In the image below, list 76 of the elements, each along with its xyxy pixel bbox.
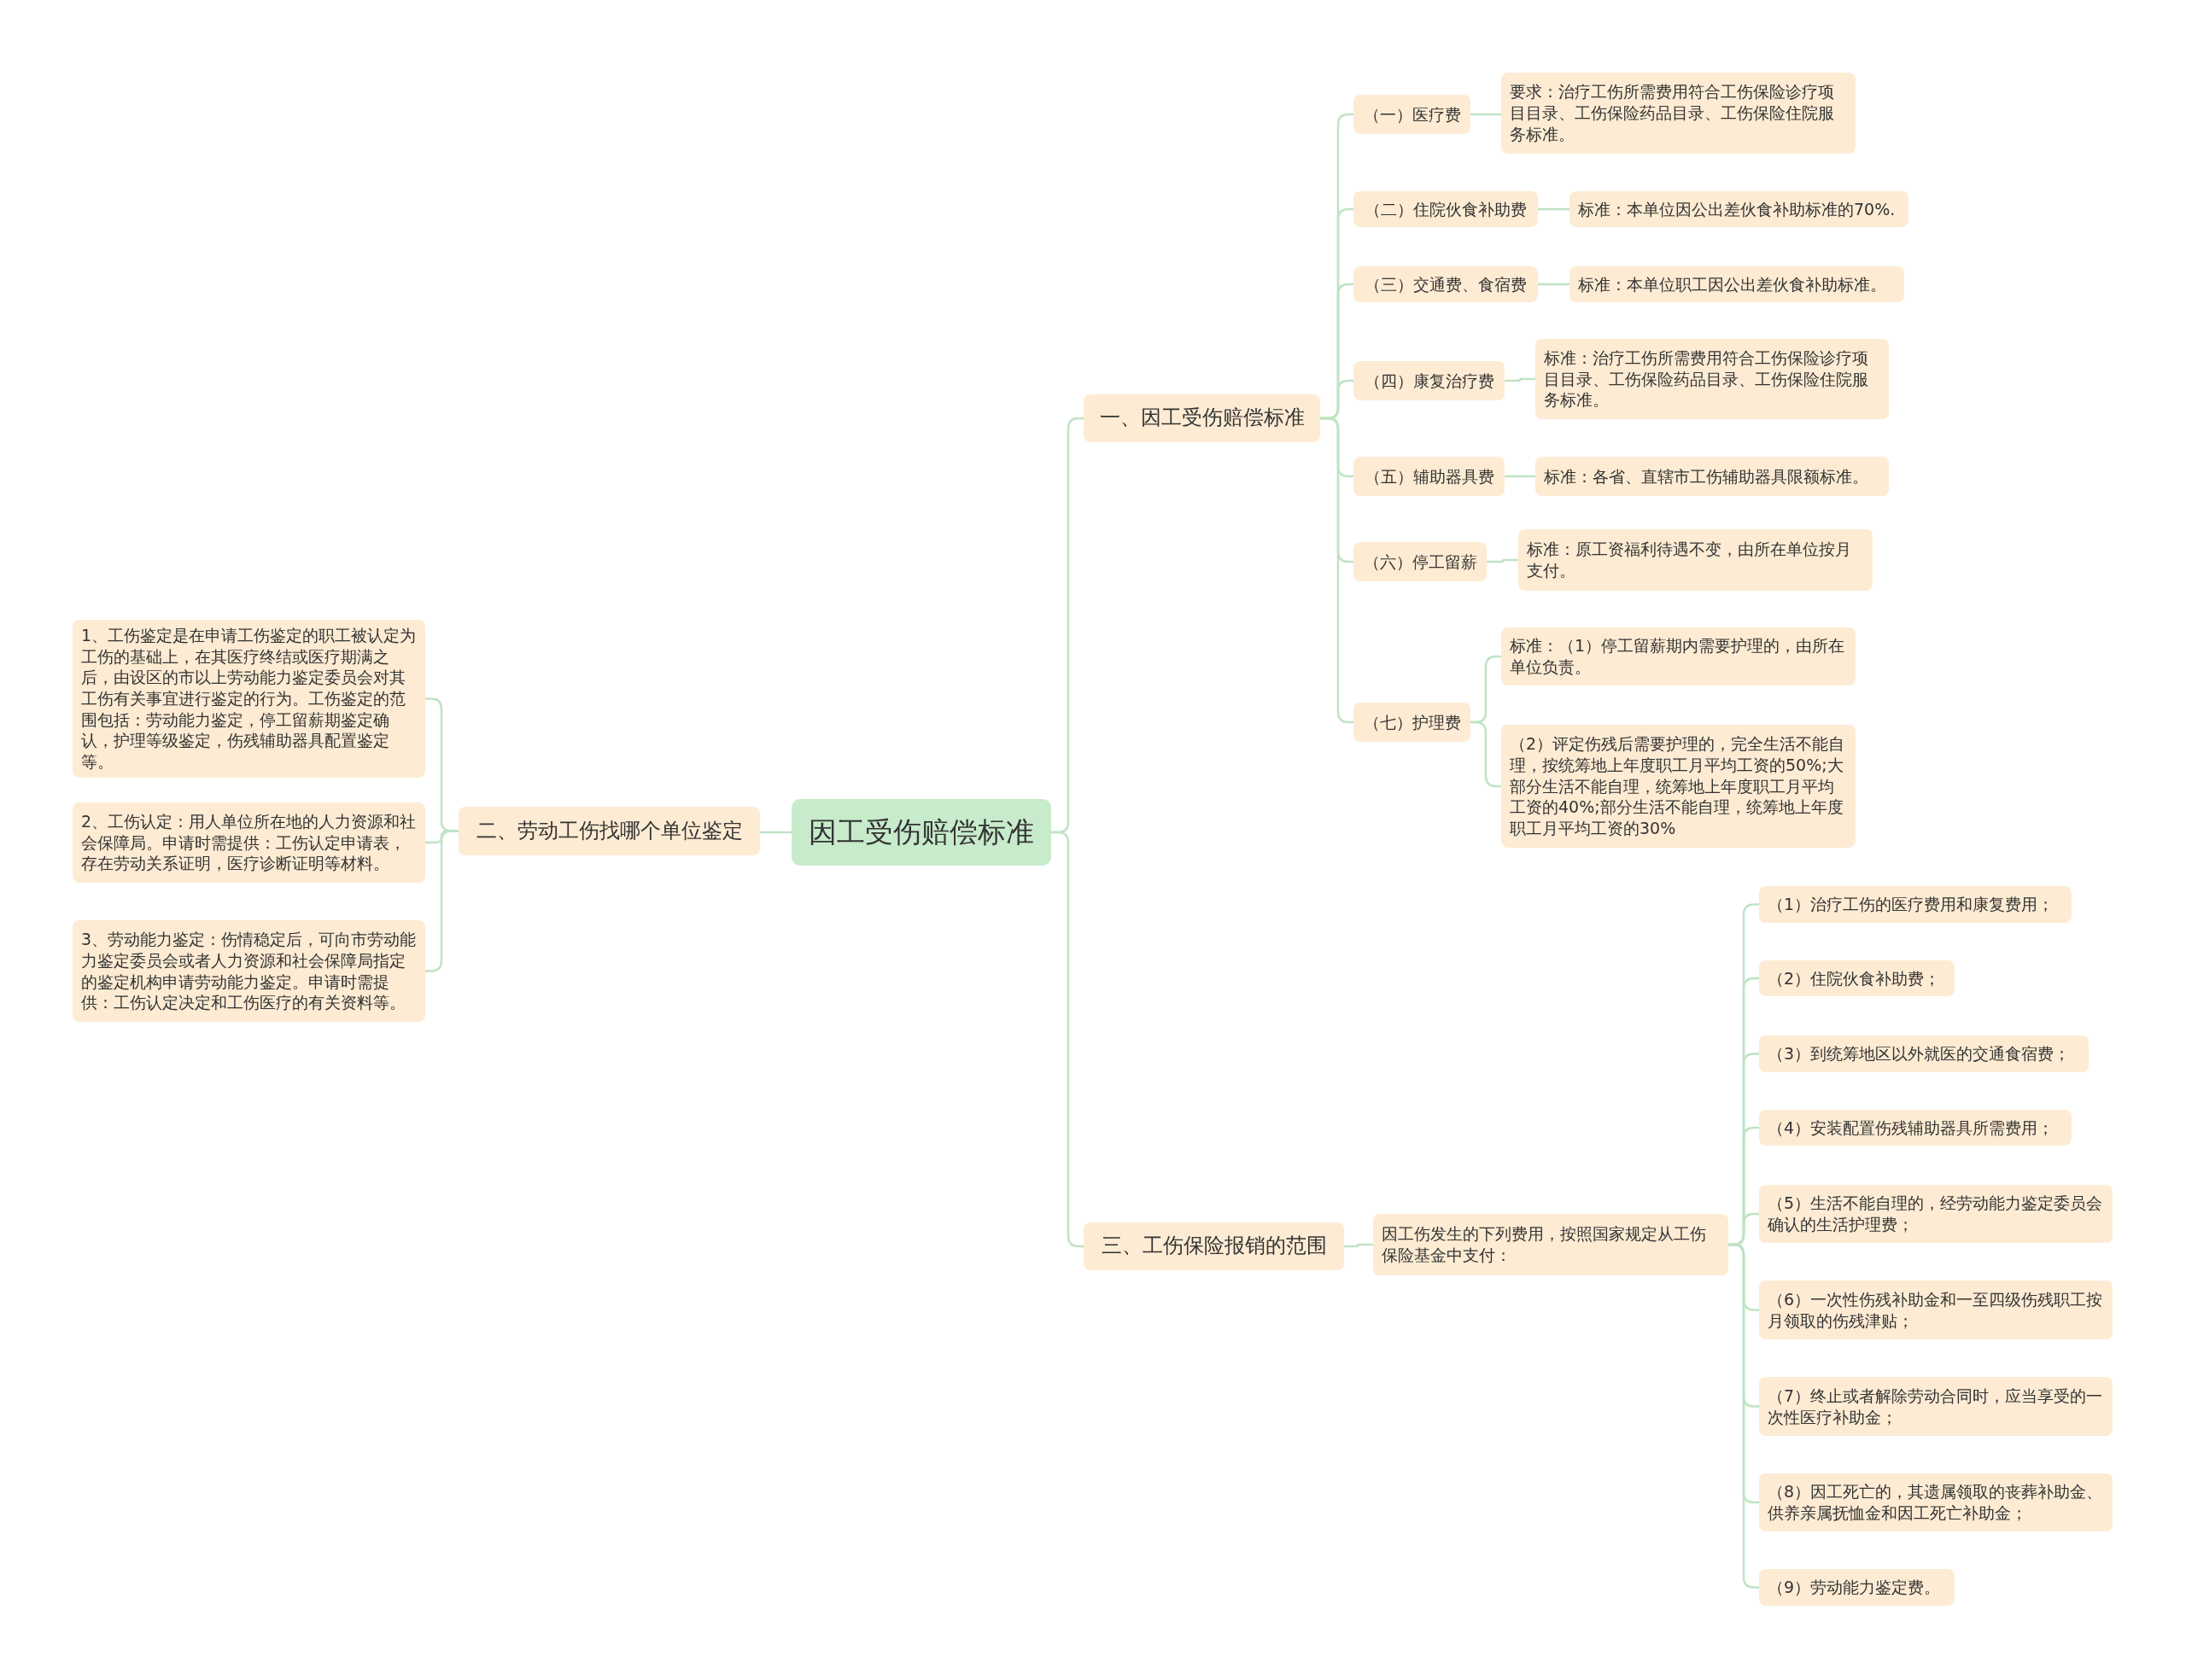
subtopic-box (1353, 191, 1538, 227)
node-text: 标准：本单位因公出差伙食补助标准的70%. (1578, 198, 1896, 220)
node-text: （四）康复治疗费 (1364, 370, 1494, 392)
node-text: 要求：治疗工伤所需费用符合工伤保险诊疗项目目录、工伤保险药品目录、工伤保险住院服务标准。 (1510, 81, 1835, 145)
detail-box (73, 920, 425, 1022)
detail-box (1759, 1185, 2113, 1243)
detail-box (1501, 73, 1856, 154)
branch-topic (459, 807, 760, 855)
detail-box (1759, 1473, 2113, 1531)
node-text: 标准：各省、直辖市工伤辅助器具限额标准。 (1544, 465, 1868, 487)
connector-line (1505, 475, 1535, 478)
node-text: （8）因工死亡的，其遗属领取的丧葬补助金、供养亲属抚恤金和因工死亡补助金； (1768, 1481, 2104, 1524)
detail-box (1759, 1377, 2113, 1436)
central-topic (792, 799, 1051, 866)
node-text: （9）劳动能力鉴定费。 (1768, 1577, 1941, 1598)
connector-line (1505, 377, 1535, 382)
detail-box (1759, 1035, 2089, 1072)
node-text: （5）生活不能自理的，经劳动能力鉴定委员会确认的生活护理费； (1768, 1193, 2104, 1235)
subtopic-box (1353, 542, 1487, 581)
connector-line (1470, 720, 1501, 788)
node-text: 2、工伤认定：用人单位所在地的人力资源和社会保障局。申请时需提供：工伤认定申请表，存在劳动关系证明，医疗诊断证明等材料。 (81, 810, 417, 875)
detail-box (1569, 266, 1904, 302)
subtopic-box (1353, 95, 1470, 134)
node-text: （2）住院伙食补助费； (1768, 967, 1941, 989)
detail-box (1501, 725, 1856, 848)
connector-line (1344, 1243, 1373, 1248)
node-text: （六）停工留薪 (1363, 551, 1477, 573)
subtopic-box (1353, 266, 1538, 302)
subtopic-box (1353, 703, 1470, 742)
branch-topic (1084, 394, 1320, 442)
node-text: （6）一次性伤残补助金和一至四级伤残职工按月领取的伤残津贴； (1768, 1288, 2104, 1332)
connector-line (1538, 283, 1569, 286)
node-text: （1）治疗工伤的医疗费用和康复费用； (1768, 894, 2054, 915)
subtopic-box (1353, 361, 1505, 400)
node-text: 标准：治疗工伤所需费用符合工伤保险诊疗项目目录、工伤保险药品目录、工伤保险住院服务标准。 (1544, 347, 1869, 411)
detail-box (1535, 339, 1889, 419)
node-text: 二、劳动工伤找哪个单位鉴定 (476, 817, 743, 844)
detail-box (1569, 191, 1908, 227)
node-text: （3）到统筹地区以外就医的交通食宿费； (1768, 1043, 2071, 1065)
detail-box (73, 802, 425, 883)
connector-line (1470, 113, 1501, 116)
connector-line (760, 831, 792, 834)
node-text: 标准：原工资福利待遇不变，由所在单位按月支付。 (1527, 539, 1852, 581)
detail-box (1518, 529, 1873, 591)
node-text: 因工受伤赔偿标准 (809, 814, 1034, 850)
connector-line (1728, 1243, 1759, 1589)
detail-box (1759, 1280, 2113, 1339)
branch-topic (1084, 1222, 1344, 1270)
subtopic-box (1353, 457, 1505, 496)
node-text: 三、工伤保险报销的范围 (1101, 1233, 1327, 1260)
node-text: （4）安装配置伤残辅助器具所需费用； (1768, 1117, 2054, 1139)
detail-box (1759, 1569, 1955, 1606)
node-text: 1、工伤鉴定是在申请工伤鉴定的职工被认定为工伤的基础上，在其医疗终结或医疗期满之后，由设区的市以上劳动能力鉴定委员会对其工伤有关事宜进行鉴定的行为。工伤鉴定的范围包括：劳动能力鉴定，停工留薪期鉴定确认，护理等级鉴定，伤残辅助器具配置鉴定等。 (81, 625, 417, 773)
detail-box (1759, 960, 1955, 996)
connector-line (1538, 207, 1569, 211)
node-text: （七）护理费 (1363, 711, 1461, 733)
node-text: （二）住院伙食补助费 (1365, 198, 1527, 220)
node-text: 因工伤发生的下列费用，按照国家规定从工伤保险基金中支付： (1382, 1223, 1707, 1266)
node-text: 3、劳动能力鉴定：伤情稳定后，可向市劳动能力鉴定委员会或者人力资源和社会保障局指定的鉴定机构申请劳动能力鉴定。申请时需提供：工伤认定决定和工伤医疗的有关资料等。 (81, 929, 417, 1013)
connector-line (1320, 417, 1353, 724)
node-text: （7）终止或者解除劳动合同时，应当享受的一次性医疗补助金； (1768, 1385, 2104, 1428)
detail-box (1501, 627, 1856, 685)
node-text: 一、因工受伤赔偿标准 (1099, 405, 1305, 432)
node-text: （五）辅助器具费 (1364, 465, 1494, 487)
node-text: 标准：本单位职工因公出差伙食补助标准。 (1578, 273, 1886, 295)
connector-line (425, 830, 459, 972)
node-text: 标准：（1）停工留薪期内需要护理的，由所在单位负责。 (1510, 635, 1846, 678)
detail-box (1759, 1110, 2072, 1146)
node-text: （2）评定伤残后需要护理的，完全生活不能自理，按统筹地上年度职工月平均工资的50%;大部分生活不能自理，统筹地上年度职工月平均工资的40%;部分生活不能自理，统筹地上年度职工月平均工资的30% (1510, 733, 1846, 839)
connector-line (1051, 831, 1084, 1248)
detail-box (1535, 457, 1889, 496)
detail-box (1759, 886, 2072, 923)
detail-box (1373, 1214, 1728, 1275)
connector-line (1487, 558, 1518, 563)
node-text: （一）医疗费 (1363, 103, 1461, 125)
node-text: （三）交通费、食宿费 (1365, 273, 1527, 295)
